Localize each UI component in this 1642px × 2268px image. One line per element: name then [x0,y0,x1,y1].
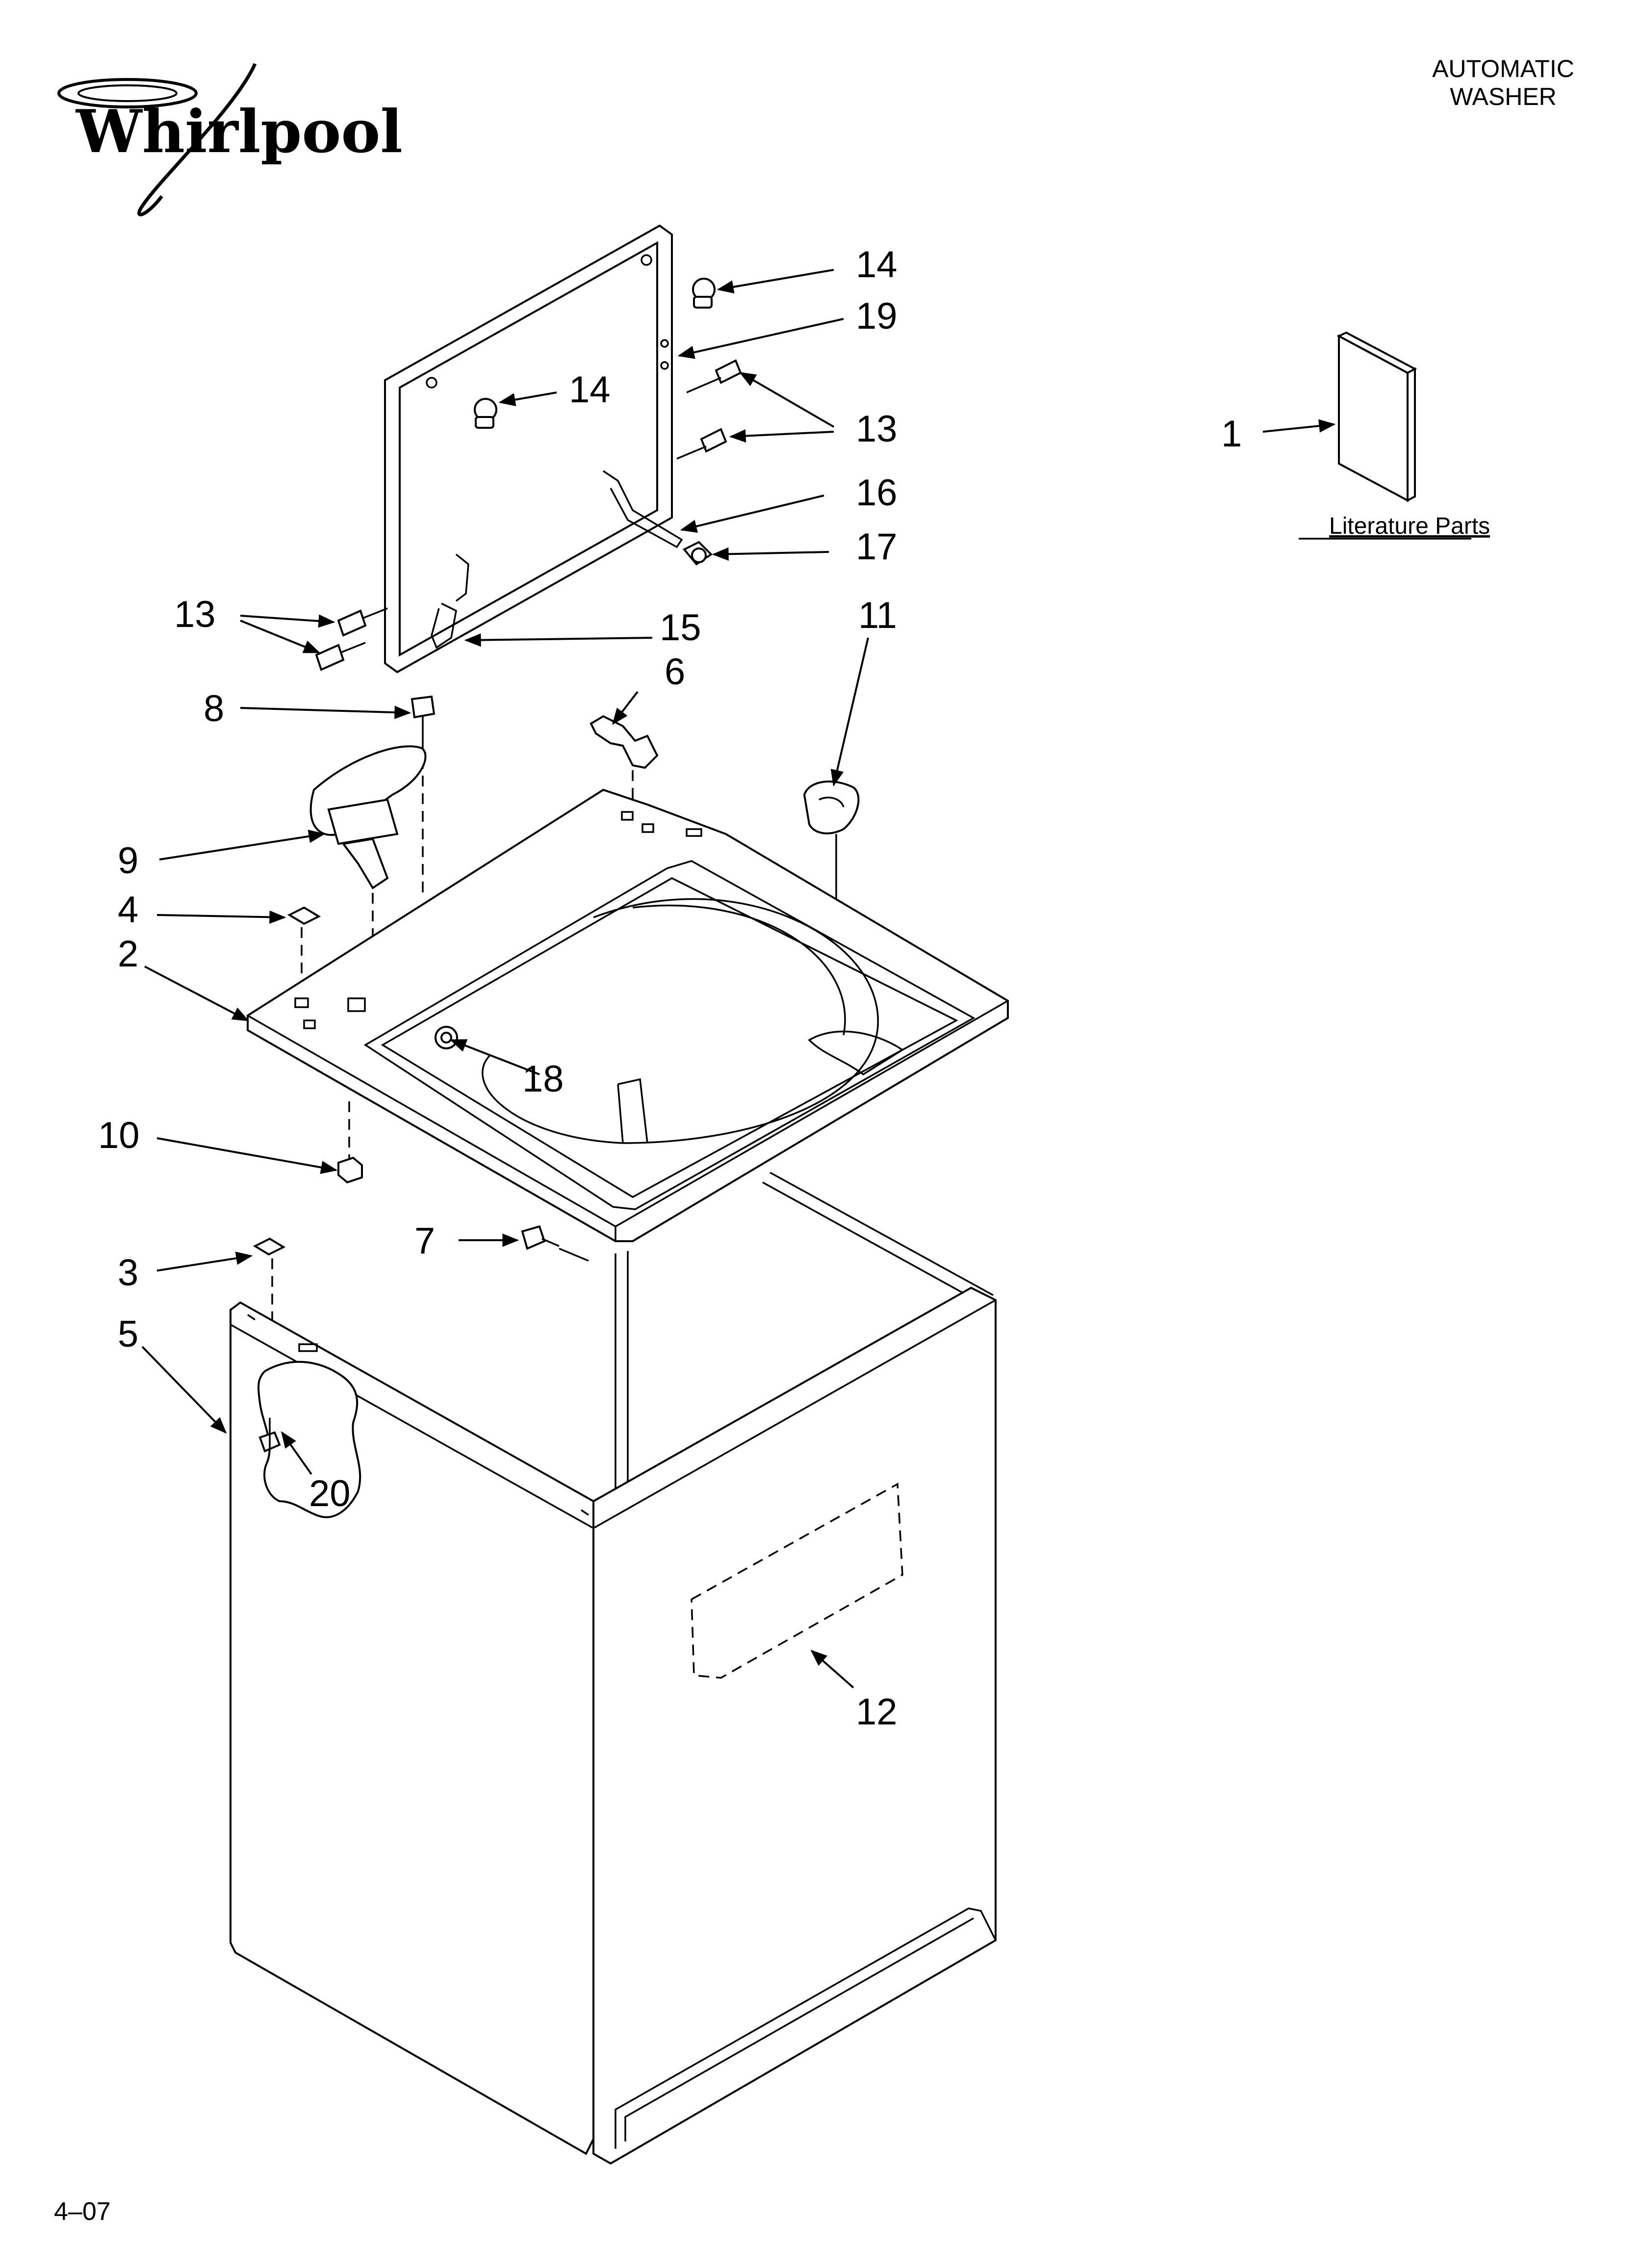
callout-7: 7 [414,1220,435,1262]
callout-10: 10 [98,1115,140,1156]
literature-parts-label: Literature Parts [1329,513,1490,539]
callout-8: 8 [204,688,224,730]
part-2-top-panel [247,788,1009,1242]
callout-19: 19 [856,295,898,337]
diagram-title-line-1: AUTOMATIC [1432,55,1574,82]
screw-14-lower [474,398,497,429]
leader-lines [141,269,1336,1689]
diagram-title-line-2: WASHER [1450,83,1557,110]
callout-5: 5 [118,1313,138,1355]
literature-parts-booklet: Literature Parts [1299,331,1490,540]
callout-16: 16 [856,472,898,514]
part-20-screw [258,1418,281,1453]
callout-2: 2 [118,933,138,975]
callout-14-upper: 14 [856,244,898,286]
page-code: 4–07 [54,2197,111,2226]
callout-18: 18 [522,1058,564,1100]
callout-4: 4 [118,889,138,931]
screws-13-lower [315,607,388,671]
callout-13-upper: 13 [856,408,898,450]
callout-17: 17 [856,526,898,568]
part-4-clip [287,906,321,1011]
callout-15: 15 [660,607,701,649]
callout-12: 12 [856,1691,898,1733]
callout-9: 9 [118,840,138,882]
part-9-lid-switch [309,745,427,991]
callout-14-lower: 14 [569,369,611,411]
callout-11: 11 [858,595,897,636]
part-10-nut [337,1156,363,1184]
part-8-screw [410,695,436,893]
callout-3: 3 [118,1252,138,1294]
callout-13-lower: 13 [174,594,216,635]
whirlpool-logo: Whirlpool [57,63,403,216]
part-17-bumper [682,541,713,566]
screw-14-upper [692,278,716,309]
part-3-clip [253,1237,286,1364]
part-5-cabinet [230,1172,997,2165]
lid-assembly [384,224,683,674]
screws-13-upper [676,359,742,460]
part-18-nozzle [435,1026,458,1049]
callout-20: 20 [309,1473,351,1514]
part-7-screw [521,1225,560,1250]
callout-1: 1 [1221,413,1242,455]
callout-labels: 1 2 3 4 5 6 7 8 9 10 11 12 13 13 14 14 1… [98,244,1242,1733]
callout-6: 6 [665,651,685,693]
brand-wordmark: Whirlpool [75,97,403,166]
